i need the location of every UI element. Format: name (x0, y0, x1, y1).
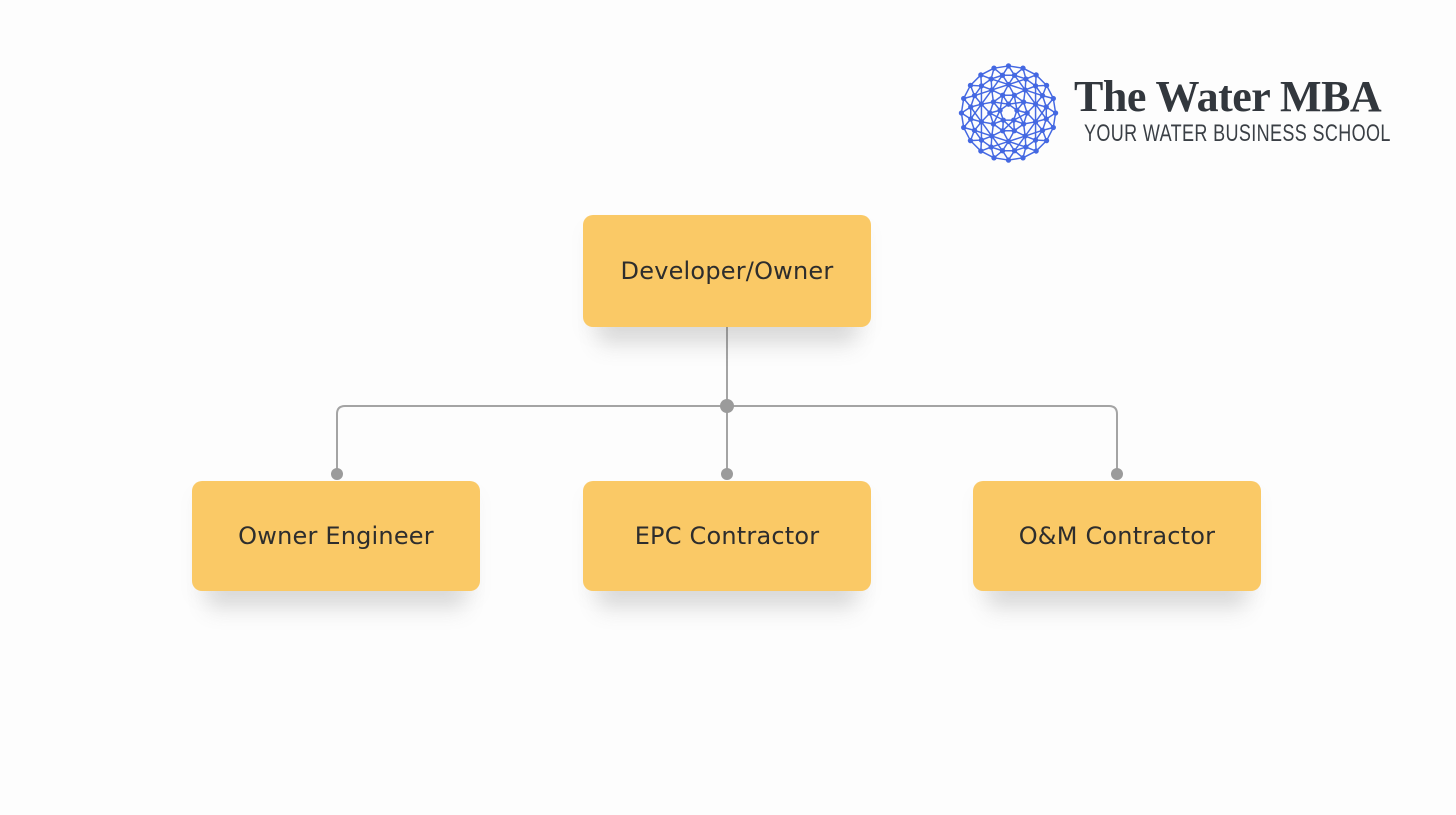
org-node-om-contractor: O&M Contractor (973, 481, 1261, 591)
brand-logo: The Water MBA YOUR WATER BUSINESS SCHOOL (956, 62, 1456, 164)
org-node-label: Owner Engineer (238, 522, 434, 550)
org-node-label: Developer/Owner (620, 257, 834, 285)
org-node-developer-owner: Developer/Owner (583, 215, 871, 327)
junction-dot-om (1111, 468, 1123, 480)
network-sphere-icon (958, 63, 1059, 163)
org-node-label: O&M Contractor (1018, 522, 1216, 550)
brand-title: The Water MBA (1074, 72, 1382, 121)
org-node-label: EPC Contractor (634, 522, 820, 550)
junction-dot-center (720, 399, 734, 413)
junction-dot-owner-engineer (331, 468, 343, 480)
connector-root-to-owner-engineer (336, 405, 727, 469)
org-node-owner-engineer: Owner Engineer (192, 481, 480, 591)
junction-dot-epc (721, 468, 733, 480)
brand-subtitle: YOUR WATER BUSINESS SCHOOL (1084, 120, 1391, 147)
brand-text: The Water MBA YOUR WATER BUSINESS SCHOOL (1074, 62, 1456, 147)
org-node-epc-contractor: EPC Contractor (583, 481, 871, 591)
connector-root-to-om (727, 405, 1118, 469)
